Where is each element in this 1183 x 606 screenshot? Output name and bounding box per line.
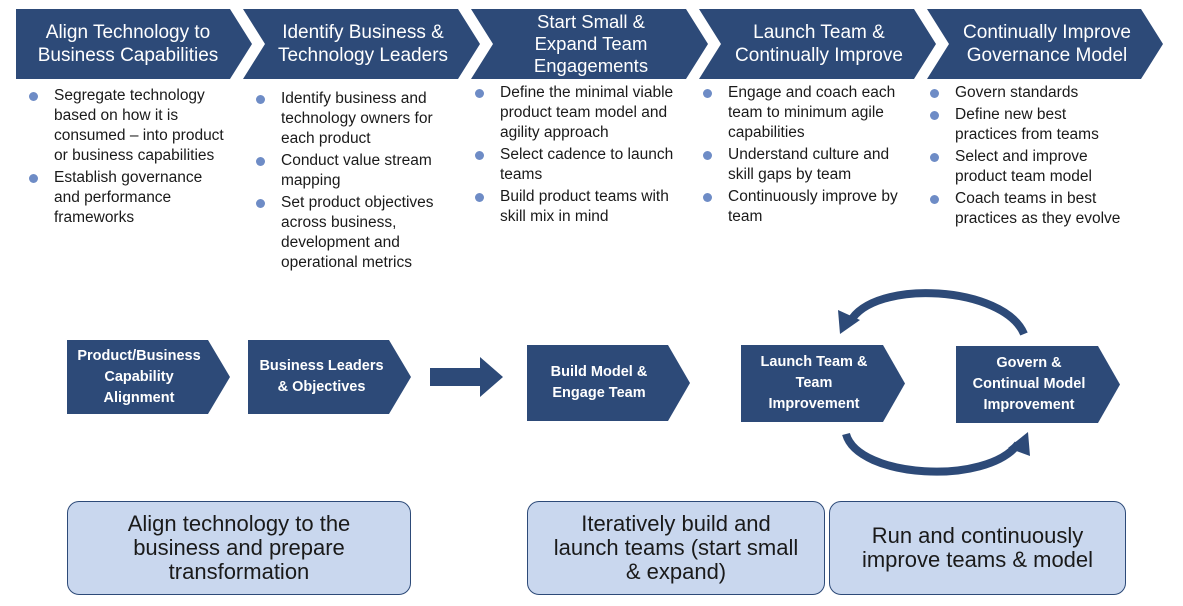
bullet-text: Identify business and technology owners … bbox=[281, 90, 433, 147]
bullet-text: Select cadence to launch teams bbox=[500, 146, 674, 183]
bullet-text: Conduct value stream mapping bbox=[281, 152, 432, 189]
bullet-dot-icon bbox=[930, 89, 939, 98]
phase-title: Continually Improve Governance Model bbox=[963, 22, 1131, 66]
bullet-item: Conduct value stream mapping bbox=[253, 151, 463, 191]
bullet-item: Continuously improve by team bbox=[700, 187, 915, 227]
bullet-dot-icon bbox=[256, 95, 265, 104]
chevron-shape bbox=[471, 9, 708, 79]
bullet-dot-icon bbox=[29, 174, 38, 183]
bullet-dot-icon bbox=[930, 195, 939, 204]
step-shape bbox=[67, 340, 230, 414]
step-3: Build Model & Engage Team bbox=[527, 345, 690, 421]
phase-chevron-2: Identify Business & Technology Leaders bbox=[243, 9, 480, 79]
bullet-item: Select and improve product team model bbox=[927, 147, 1132, 187]
bullet-text: Build product teams with skill mix in mi… bbox=[500, 188, 669, 225]
bullet-item: Set product objectives across business, … bbox=[253, 193, 463, 273]
step-5: Govern & Continual Model Improvement bbox=[956, 346, 1120, 423]
chevron-shape bbox=[243, 9, 480, 79]
phase-title: Identify Business & Technology Leaders bbox=[277, 22, 449, 66]
bullet-dot-icon bbox=[475, 89, 484, 98]
phase-3-bullets: Define the minimal viable product team m… bbox=[472, 83, 677, 229]
phase-chevron-3: Start Small & Expand Team Engagements bbox=[471, 9, 708, 79]
bullet-text: Establish governance and performance fra… bbox=[54, 169, 203, 226]
phase-title: Launch Team & Continually Improve bbox=[735, 22, 903, 66]
bullet-text: Define new best practices from teams bbox=[955, 106, 1099, 143]
bullet-dot-icon bbox=[475, 151, 484, 160]
bullet-text: Coach teams in best practices as they ev… bbox=[955, 190, 1121, 227]
bullet-text: Understand culture and skill gaps by tea… bbox=[728, 146, 890, 183]
step-1: Product/Business Capability Alignment bbox=[67, 340, 230, 414]
step-shape bbox=[741, 345, 905, 422]
phase-title: Start Small & Expand Team Engagements bbox=[533, 11, 649, 76]
bullet-item: Coach teams in best practices as they ev… bbox=[927, 189, 1132, 229]
bullet-dot-icon bbox=[256, 157, 265, 166]
bullet-text: Engage and coach each team to minimum ag… bbox=[728, 84, 896, 141]
bullet-text: Govern standards bbox=[955, 84, 1079, 101]
bullet-item: Understand culture and skill gaps by tea… bbox=[700, 145, 915, 185]
phase-4-bullets: Engage and coach each team to minimum ag… bbox=[700, 83, 915, 229]
step-2: Business Leaders & Objectives bbox=[248, 340, 411, 414]
bullet-item: Engage and coach each team to minimum ag… bbox=[700, 83, 915, 143]
phase-5-bullets: Govern standards Define new best practic… bbox=[927, 83, 1132, 231]
bullet-item: Govern standards bbox=[927, 83, 1132, 103]
bullet-item: Identify business and technology owners … bbox=[253, 89, 463, 149]
phase-title: Align Technology to Business Capabilitie… bbox=[37, 22, 219, 66]
bullet-dot-icon bbox=[703, 151, 712, 160]
bullet-item: Select cadence to launch teams bbox=[472, 145, 677, 185]
bullet-text: Set product objectives across business, … bbox=[281, 194, 434, 271]
cycle-top-arrow-icon bbox=[838, 289, 1028, 336]
step-shape bbox=[956, 346, 1120, 423]
step-label: Build Model & Engage Team bbox=[550, 364, 648, 401]
step-shape bbox=[248, 340, 411, 414]
bullet-text: Define the minimal viable product team m… bbox=[500, 84, 674, 141]
bullet-dot-icon bbox=[703, 89, 712, 98]
phase-chevron-1: Align Technology to Business Capabilitie… bbox=[16, 9, 252, 79]
right-arrow-icon bbox=[430, 357, 503, 397]
phase-2-bullets: Identify business and technology owners … bbox=[253, 89, 463, 275]
step-label: Product/Business Capability Alignment bbox=[77, 347, 201, 406]
phase-1-bullets: Segregate technology based on how it is … bbox=[26, 86, 226, 230]
summary-box-2: Iteratively build and launch teams (star… bbox=[527, 501, 825, 595]
bullet-dot-icon bbox=[29, 92, 38, 101]
chevron-shape bbox=[699, 9, 936, 79]
bullet-item: Establish governance and performance fra… bbox=[26, 168, 226, 228]
summary-box-3: Run and continuously improve teams & mod… bbox=[829, 501, 1126, 595]
chevron-shape bbox=[927, 9, 1163, 79]
bullet-item: Define the minimal viable product team m… bbox=[472, 83, 677, 143]
chevron-shape bbox=[16, 9, 252, 79]
bullet-item: Build product teams with skill mix in mi… bbox=[472, 187, 677, 227]
step-4: Launch Team & Team Improvement bbox=[741, 345, 905, 422]
bullet-item: Define new best practices from teams bbox=[927, 105, 1132, 145]
bullet-text: Select and improve product team model bbox=[955, 148, 1092, 185]
bullet-item: Segregate technology based on how it is … bbox=[26, 86, 226, 166]
step-label: Business Leaders & Objectives bbox=[259, 358, 384, 395]
step-label: Launch Team & Team Improvement bbox=[760, 354, 868, 412]
bullet-dot-icon bbox=[256, 199, 265, 208]
step-label: Govern & Continual Model Improvement bbox=[972, 355, 1086, 413]
bullet-text: Continuously improve by team bbox=[728, 188, 898, 225]
bullet-text: Segregate technology based on how it is … bbox=[54, 87, 224, 164]
bullet-dot-icon bbox=[475, 193, 484, 202]
bullet-dot-icon bbox=[930, 153, 939, 162]
cycle-bottom-arrow-icon bbox=[842, 432, 1030, 476]
step-shape bbox=[527, 345, 690, 421]
phase-chevron-5: Continually Improve Governance Model bbox=[927, 9, 1163, 79]
bullet-dot-icon bbox=[930, 111, 939, 120]
phase-chevron-4: Launch Team & Continually Improve bbox=[699, 9, 936, 79]
summary-box-1: Align technology to the business and pre… bbox=[67, 501, 411, 595]
bullet-dot-icon bbox=[703, 193, 712, 202]
